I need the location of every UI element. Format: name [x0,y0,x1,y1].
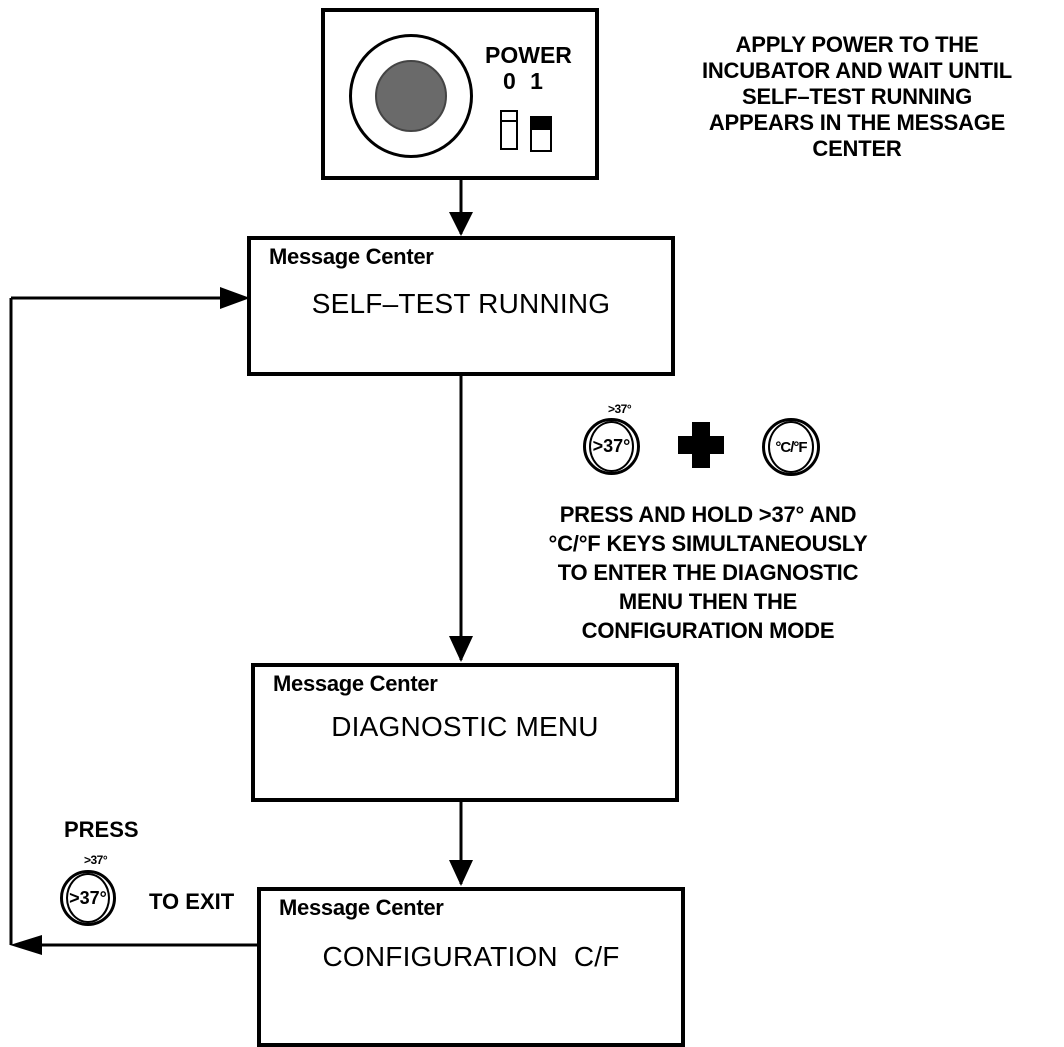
configuration-message: CONFIGURATION C/F [322,941,620,972]
plus-icon [678,422,724,468]
exit-key-caption: >37° [84,853,108,867]
power-switch-on[interactable] [530,116,552,152]
message-center-title: Message Center [279,895,444,920]
exit-to-exit-label: TO EXIT [149,889,235,914]
power-switch-off[interactable] [500,110,518,150]
exit-gt37-key[interactable]: >37° [60,870,116,926]
message-center-title: Message Center [269,244,434,269]
arrowhead-selftest-to-diagnostic [449,636,473,662]
diagnostic-message: DIAGNOSTIC MENU [331,711,599,742]
selftest-message: SELF–TEST RUNNING [311,288,611,319]
flow-connectors [9,180,473,955]
message-center-diagnostic: Message Center DIAGNOSTIC MENU [251,663,679,802]
instruction-apply-power: APPLY POWER TO THE INCUBATOR AND WAIT UN… [701,32,1013,161]
arrowhead-diagnostic-to-configuration [449,860,473,886]
power-panel: POWER 0 1 [321,8,599,180]
power-button-ring[interactable] [349,34,473,158]
instruction-press-hold: PRESS AND HOLD >37° AND °C/°F KEYS SIMUL… [548,502,868,643]
gt37-key[interactable]: >37° [583,418,640,475]
power-label: POWER [485,42,572,68]
exit-loop-top-arrowhead [220,287,250,309]
arrowhead-power-to-selftest [449,212,473,236]
message-center-selftest: Message Center SELF–TEST RUNNING [247,236,675,376]
power-button-lamp [375,60,447,132]
gt37-key-label: >37° [592,436,631,456]
cf-key[interactable]: °C/°F [762,418,820,476]
message-center-configuration: Message Center CONFIGURATION C/F [257,887,685,1047]
power-switch-states: 0 1 [503,68,543,94]
gt37-key-caption: >37° [608,402,632,416]
exit-press-label: PRESS [64,817,139,842]
message-center-title: Message Center [273,671,438,696]
exit-loop-left-arrowhead [10,935,42,955]
cf-key-label: °C/°F [775,438,807,456]
exit-key-label: >37° [69,887,107,908]
